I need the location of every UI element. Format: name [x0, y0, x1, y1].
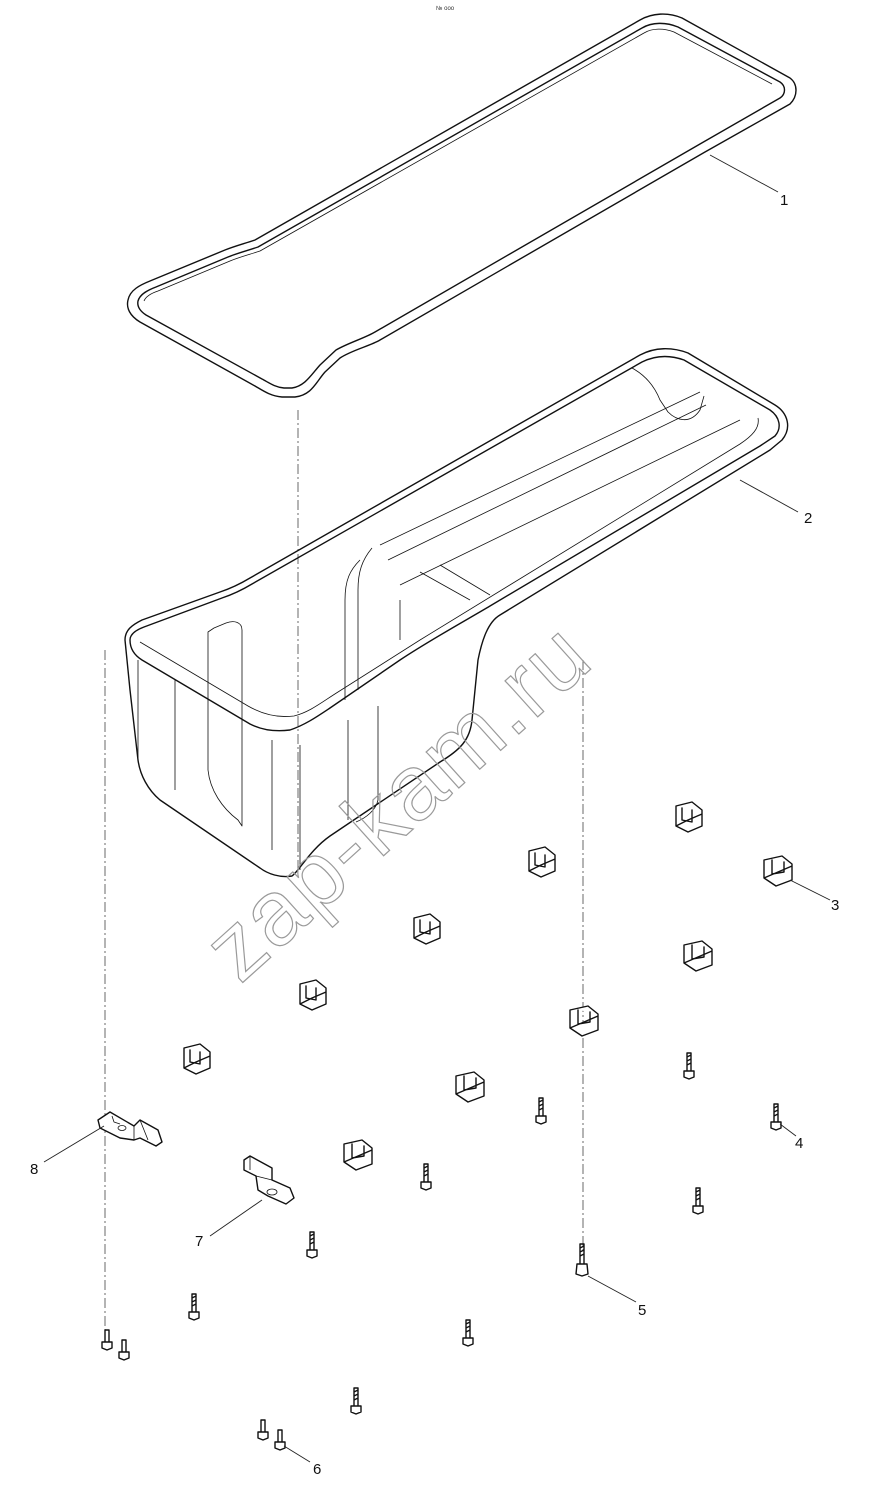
corner-mark: № ooo — [436, 5, 455, 12]
callout-5: 5 — [638, 1302, 646, 1319]
callout-7: 7 — [195, 1233, 203, 1250]
clip-parts-3 — [183, 801, 793, 1171]
callout-2: 2 — [804, 510, 812, 527]
leader-lines — [43, 154, 831, 1463]
callout-8: 8 — [30, 1161, 38, 1178]
callout-3: 3 — [831, 897, 839, 914]
callout-1: 1 — [780, 192, 788, 209]
assembly-axis-lines — [104, 410, 584, 1330]
bracket-part-7 — [243, 1155, 295, 1205]
callout-4: 4 — [795, 1135, 803, 1152]
callout-6: 6 — [313, 1461, 321, 1478]
callout-labels: 1 2 3 4 5 6 7 8 — [30, 192, 839, 1478]
oil-pan-part-2 — [124, 348, 789, 878]
gasket-part-1 — [126, 13, 797, 398]
bracket-part-8 — [97, 1111, 163, 1147]
bolt-parts — [101, 1052, 782, 1451]
